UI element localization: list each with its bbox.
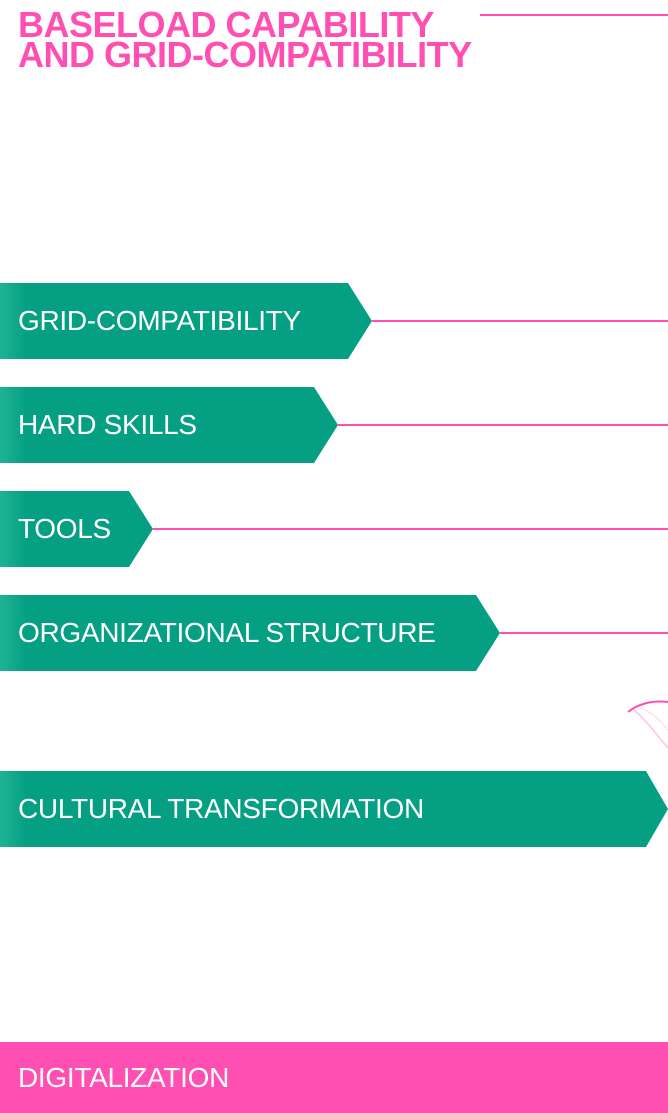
connector-line	[338, 424, 668, 426]
title-line-1: BASELOAD CAPABILITY	[18, 4, 434, 45]
arrow-label: CULTURAL TRANSFORMATION	[18, 793, 424, 824]
digitalization-bar: DIGITALIZATION	[0, 1042, 668, 1113]
arrow-hard-skills: HARD SKILLS	[0, 387, 338, 463]
connector-line	[372, 320, 668, 322]
arrow-organizational-structure: ORGANIZATIONAL STRUCTURE	[0, 595, 500, 671]
arrow-cultural-transformation: CULTURAL TRANSFORMATION	[0, 771, 668, 847]
arrow-grid-compatibility: GRID-COMPATIBILITY	[0, 283, 372, 359]
arrow-label: GRID-COMPATIBILITY	[18, 305, 301, 336]
title-rule	[480, 14, 668, 16]
decorative-swoosh	[627, 700, 668, 749]
connector-line	[153, 528, 668, 530]
title-line-2: AND GRID-COMPATIBILITY	[18, 34, 472, 75]
arrow-label: ORGANIZATIONAL STRUCTURE	[18, 617, 436, 648]
arrow-label: TOOLS	[18, 513, 111, 544]
arrow-tools: TOOLS	[0, 491, 153, 567]
connector-line	[500, 632, 668, 634]
diagram-title: BASELOAD CAPABILITY AND GRID-COMPATIBILI…	[18, 4, 472, 75]
digitalization-label: DIGITALIZATION	[18, 1061, 229, 1093]
arrow-label: HARD SKILLS	[18, 409, 197, 440]
